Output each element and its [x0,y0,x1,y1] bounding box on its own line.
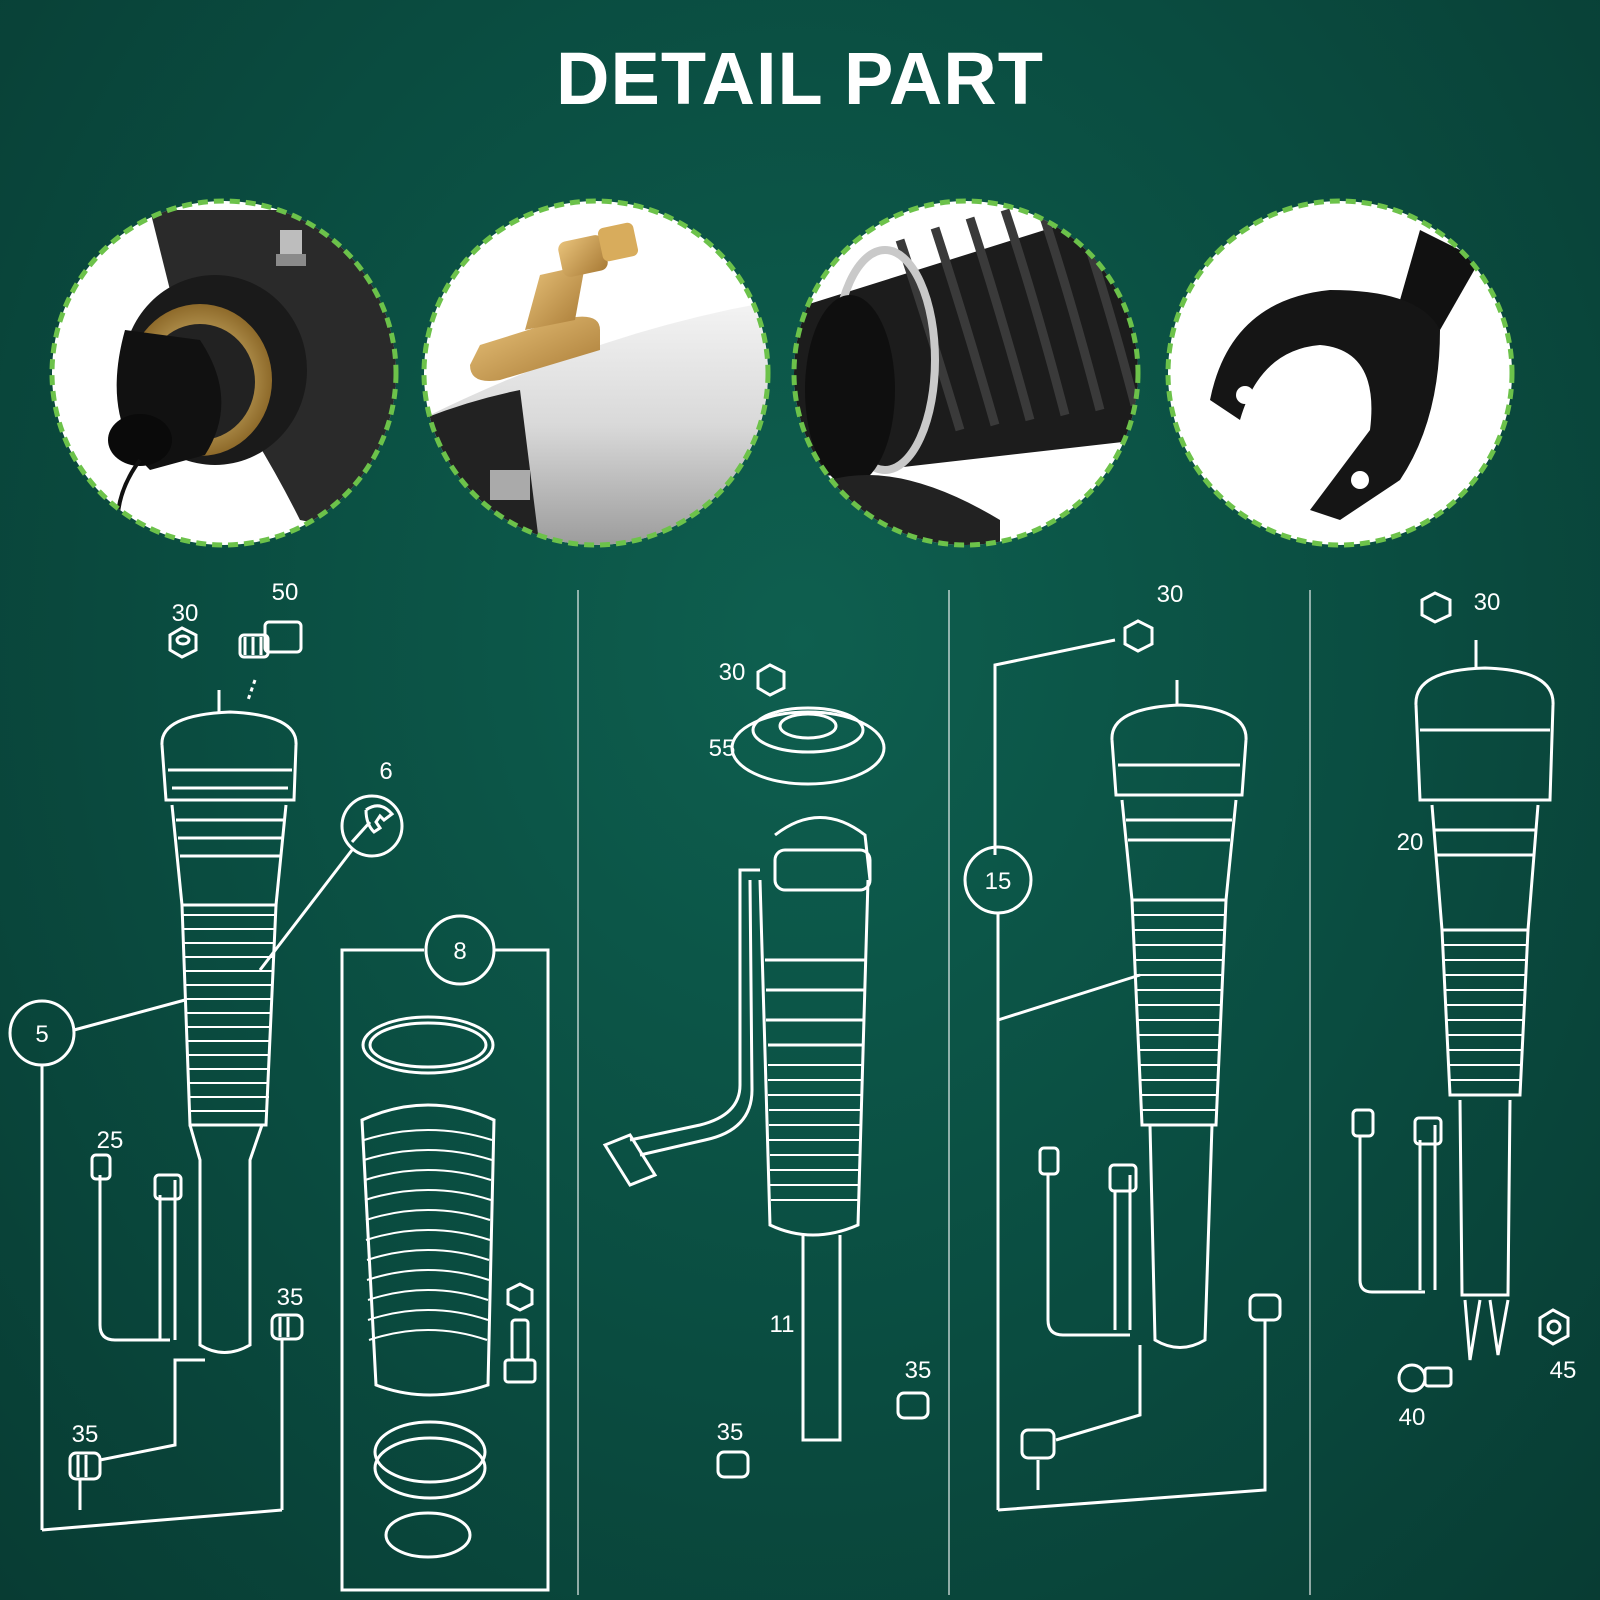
panel-3-line-art [963,619,1282,1512]
callout-35-a: 35 [277,1284,304,1311]
callout-40: 40 [1399,1404,1426,1431]
callout-50: 50 [272,579,299,606]
callout-35-a: 35 [905,1357,932,1384]
callout-labels: 30 50 6 5 8 25 35 35 30 55 11 35 35 30 1… [35,579,1576,1448]
panel-4-line-art [1351,591,1570,1393]
callout-5: 5 [35,1021,48,1048]
callout-30: 30 [1474,589,1501,616]
callout-35-b: 35 [72,1421,99,1448]
panel-separators [577,590,1311,1595]
callout-15: 15 [985,868,1012,895]
callout-11: 11 [770,1311,795,1338]
air-valve-photo [421,198,771,548]
callout-30: 30 [719,659,746,686]
callout-45: 45 [1550,1357,1577,1384]
callout-35-b: 35 [717,1419,744,1446]
callout-55: 55 [709,735,736,762]
panel-2-line-art [602,663,930,1479]
fork-photo [1165,198,1515,548]
callout-30: 30 [1157,581,1184,608]
callout-20: 20 [1397,829,1424,856]
page-title: DETAIL PART [556,37,1044,120]
panel-1-line-art [8,620,550,1592]
callout-30: 30 [172,600,199,627]
top-mount-photo [49,198,399,548]
callout-8: 8 [453,938,466,965]
callout-25: 25 [97,1127,124,1154]
callout-6: 6 [379,758,392,785]
bellows-photo [791,198,1141,548]
